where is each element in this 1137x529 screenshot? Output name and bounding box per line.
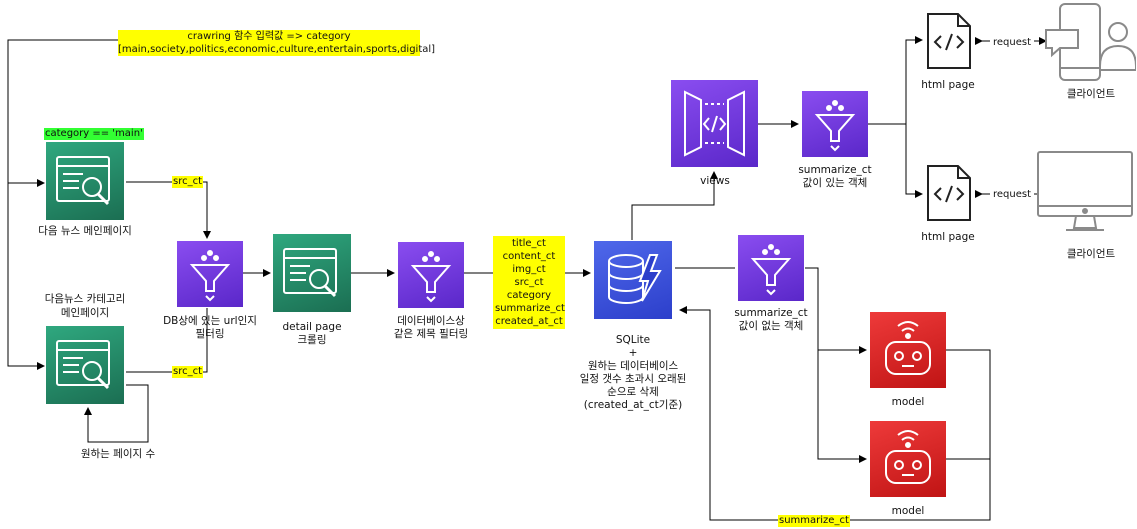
title-filter-label-line1: 데이터베이스상: [397, 315, 465, 327]
daum-main-page-label: 다음 뉴스 메인페이지: [38, 225, 132, 237]
client-label-top: 클라이언트: [1066, 88, 1116, 100]
html-file-icon: [927, 13, 971, 69]
filter-funnel-icon: [814, 100, 856, 152]
client-label-bottom: 클라이언트: [1066, 248, 1116, 260]
daum-main-page-node: [46, 142, 124, 220]
filter-funnel-icon: [189, 250, 231, 302]
html-page-label-bottom: html page: [921, 231, 975, 243]
field-item: content_ct: [502, 251, 556, 262]
model-top-node: [870, 312, 946, 388]
title-filter-label-line2: 같은 제목 필터링: [393, 328, 469, 340]
sqlite-label-line1: SQLite: [615, 334, 651, 346]
category-main-tag: category == 'main': [44, 128, 144, 140]
daum-category-label-line1: 다음뉴스 카테고리: [44, 293, 126, 305]
summ-present-label-line2: 값이 있는 객체: [802, 177, 868, 189]
filter-funnel-icon: [750, 244, 792, 296]
summ-present-filter-node: [802, 91, 868, 157]
field-item: category: [506, 290, 552, 301]
crawl-input-note-line1: crawring 함수 입력값 => category: [187, 31, 351, 42]
detail-page-label-line2: 크롤링: [297, 334, 327, 346]
request-label-bottom: request: [990, 188, 1034, 201]
summ-absent-label-line2: 값이 없는 객체: [738, 320, 804, 332]
summ-absent-filter-node: [738, 235, 804, 301]
views-label: views: [700, 175, 730, 187]
filter-funnel-icon: [410, 251, 452, 303]
field-item: img_ct: [512, 264, 546, 275]
daum-category-page-node: [46, 326, 124, 404]
robot-icon: [885, 430, 931, 484]
model-bottom-node: [870, 421, 946, 497]
api-gateway-icon: [684, 90, 745, 157]
sqlite-label-line2: +: [628, 347, 638, 359]
fields-list: title_ct content_ct img_ct src_ct catego…: [493, 236, 565, 329]
field-item: summarize_ct: [495, 303, 565, 314]
webpage-search-icon: [283, 248, 337, 298]
sqlite-label-line3: 원하는 데이터베이스: [587, 360, 679, 372]
url-filter-label-line2: 필터링: [195, 328, 225, 340]
detail-page-node: [273, 234, 351, 312]
robot-icon: [885, 321, 931, 375]
daum-category-label-line2: 메인페이지: [60, 307, 110, 319]
sqlite-label-line5: 순으로 삭제: [607, 386, 659, 398]
url-filter-node: [177, 241, 243, 307]
summarize-return-tag: summarize_ct: [778, 515, 850, 527]
pages-count-label: 원하는 페이지 수: [80, 448, 156, 460]
crawl-input-note: [118, 30, 420, 56]
title-filter-node: [398, 242, 464, 308]
field-item: src_ct: [514, 277, 544, 288]
crawl-input-note-line2: [main,society,politics,economic,culture,…: [118, 44, 436, 55]
src-ct-tag-top: src_ct: [172, 176, 204, 188]
summ-present-label-line1: summarize_ct: [798, 164, 872, 176]
detail-page-label-line1: detail page: [282, 321, 342, 333]
sqlite-label-line6: (created_at_ct기준): [583, 399, 683, 411]
html-file-icon: [927, 165, 971, 221]
desktop-client-icon: [1037, 151, 1133, 231]
mobile-client-icon: [1045, 3, 1136, 81]
summ-absent-label-line1: summarize_ct: [734, 307, 808, 319]
database-icon: [608, 254, 662, 304]
model-top-label: model: [891, 396, 925, 408]
src-ct-tag-bottom: src_ct: [172, 366, 204, 378]
html-page-label-top: html page: [921, 79, 975, 91]
webpage-search-icon: [56, 156, 110, 206]
sqlite-node: [594, 241, 672, 319]
webpage-search-icon: [56, 340, 110, 390]
field-item: created_at_ct: [495, 316, 563, 327]
views-node: [671, 80, 758, 167]
field-item: title_ct: [512, 238, 546, 249]
url-filter-label-line1: DB상에 있는 url인지: [163, 315, 257, 327]
model-bottom-label: model: [891, 505, 925, 517]
request-label-top: request: [990, 36, 1034, 49]
sqlite-label-line4: 일정 갯수 초과시 오래된: [579, 373, 687, 385]
